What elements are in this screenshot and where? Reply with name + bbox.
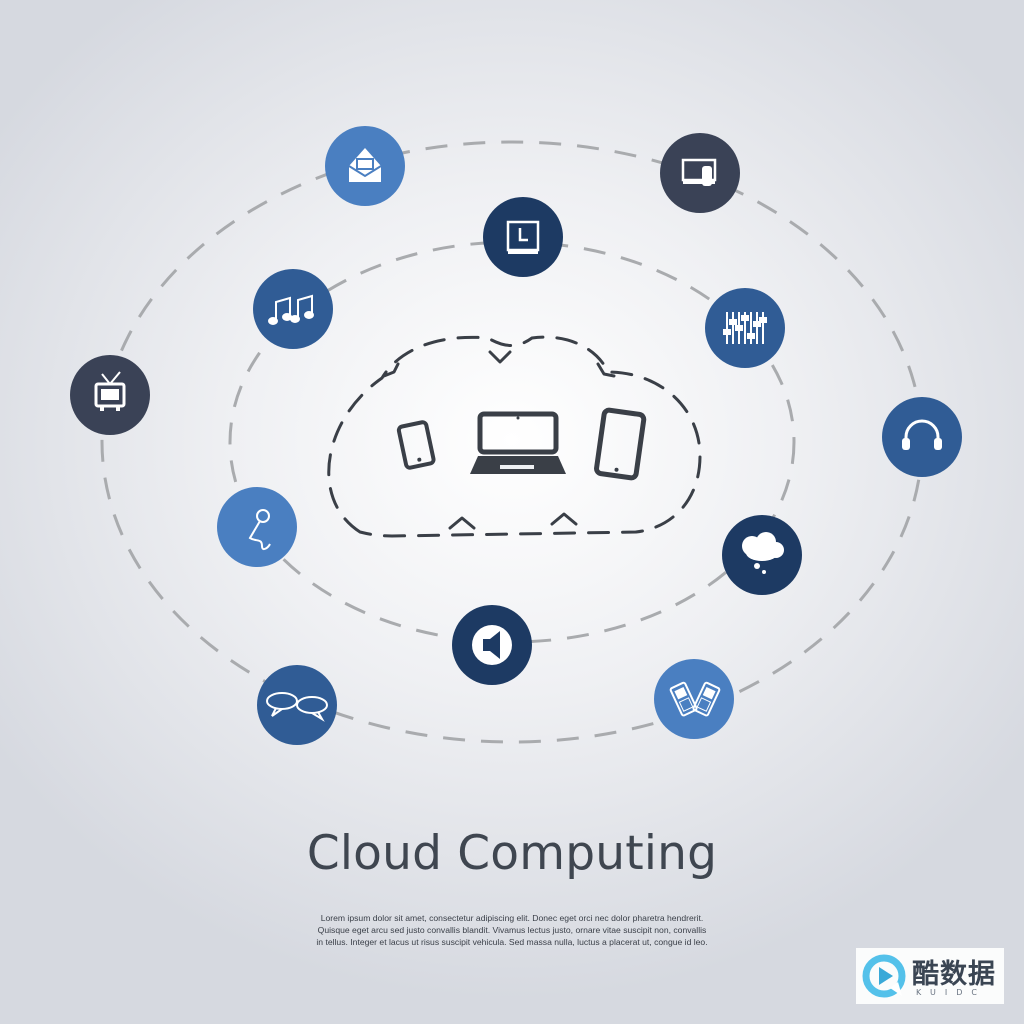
chat-bubbles-icon — [266, 692, 328, 722]
clock-node[interactable] — [483, 197, 563, 277]
thought-bubble-node[interactable] — [722, 515, 802, 595]
tv-icon — [94, 371, 126, 411]
tablet-icon — [594, 407, 647, 481]
smartphone-icon — [396, 420, 436, 470]
watermark-logo: 酷数据 KUIDC — [856, 948, 1004, 1004]
body-line: in tellus. Integer et lacus ut risus sus… — [316, 937, 708, 947]
speaker-node[interactable] — [452, 605, 532, 685]
watermark-text-en: KUIDC — [916, 988, 986, 997]
mobile-phones-node[interactable] — [654, 659, 734, 739]
mobile-phones-icon — [669, 681, 721, 717]
headphones-node[interactable] — [882, 397, 962, 477]
speaker-icon — [472, 625, 512, 665]
music-notes-icon — [268, 294, 314, 325]
envelope-node[interactable] — [325, 126, 405, 206]
projector-icon — [681, 158, 717, 186]
projector-node[interactable] — [660, 133, 740, 213]
microphone-node[interactable] — [217, 487, 297, 567]
watermark-text-cn: 酷数据 — [912, 959, 996, 990]
laptop-icon — [470, 411, 566, 474]
chat-bubbles-node[interactable] — [257, 665, 337, 745]
tv-node[interactable] — [70, 355, 150, 435]
page-title: Cloud Computing — [306, 826, 718, 881]
thought-bubble-icon — [742, 532, 784, 574]
equalizer-icon — [723, 312, 767, 344]
body-line: Lorem ipsum dolor sit amet, consectetur … — [320, 913, 704, 923]
microphone-icon — [248, 509, 271, 551]
envelope-icon — [348, 148, 382, 182]
dashed-cloud-outline — [327, 335, 702, 538]
body-paragraph: Lorem ipsum dolor sit amet, consectetur … — [290, 912, 734, 948]
cloud-chevrons — [382, 350, 616, 530]
play-logo-icon — [862, 954, 906, 998]
headphones-icon — [902, 419, 942, 450]
body-line: Quisque eget arcu sed justo convallis bl… — [317, 925, 707, 935]
music-notes-node[interactable] — [253, 269, 333, 349]
clock-icon — [506, 220, 540, 254]
equalizer-node[interactable] — [705, 288, 785, 368]
